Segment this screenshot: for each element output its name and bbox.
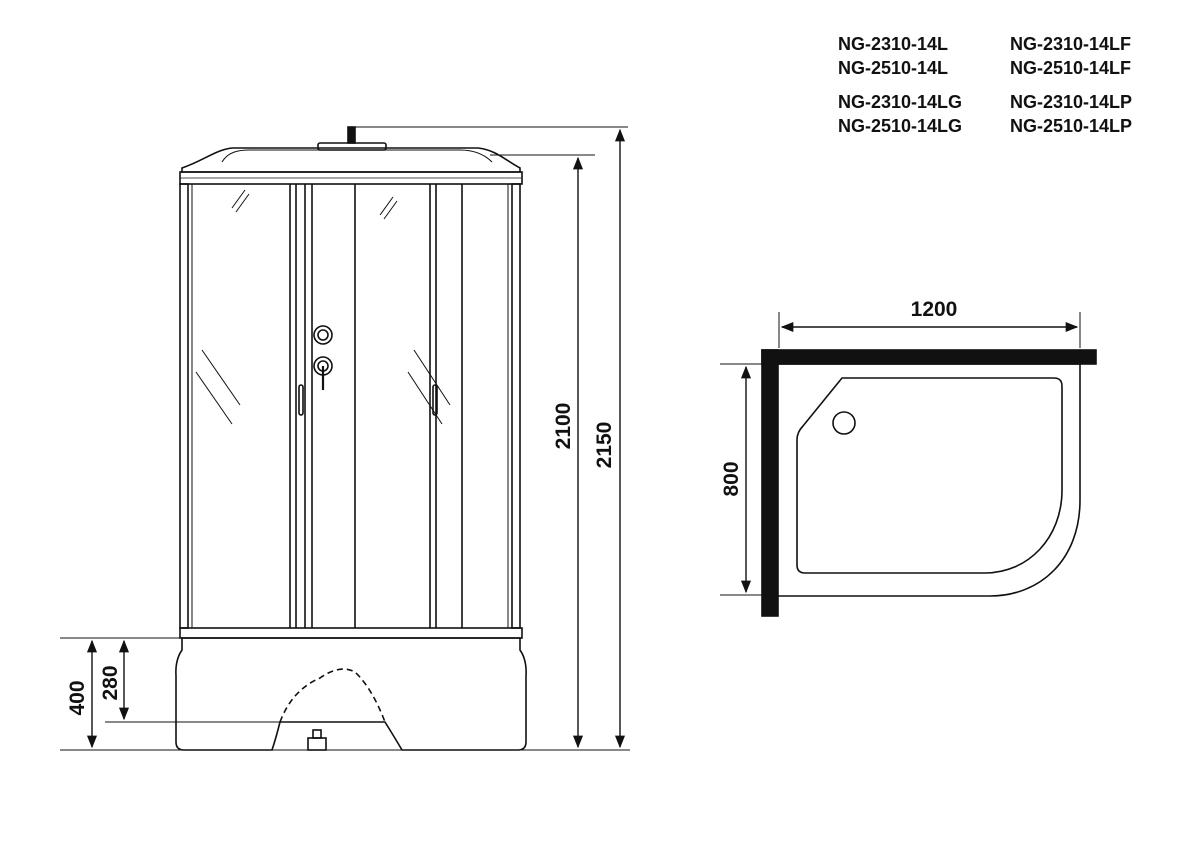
dim-label-280: 280	[99, 665, 122, 700]
top-view	[761, 349, 1097, 617]
control-knob	[313, 325, 333, 345]
dim-label-400: 400	[66, 680, 89, 715]
cabin-roof	[181, 147, 521, 173]
model-row: NG-2310-14L NG-2310-14LF	[820, 32, 1180, 56]
tray-cutout-hidden	[279, 668, 386, 723]
extension-lines	[60, 126, 630, 751]
bottom-frame	[179, 627, 523, 639]
tray-outline	[778, 363, 1081, 597]
model-row: NG-2510-14LG NG-2510-14LP	[820, 114, 1180, 138]
model-code: NG-2310-14LG	[838, 92, 963, 112]
door-handle	[298, 384, 304, 416]
dim-label-2100: 2100	[552, 403, 575, 450]
back-wall	[761, 349, 1097, 365]
dim-label-2150: 2150	[593, 422, 616, 469]
door-handle	[432, 384, 438, 416]
left-post	[179, 183, 189, 629]
model-code: NG-2510-14LF	[1010, 58, 1132, 78]
dim-label-800: 800	[720, 461, 743, 496]
right-post	[511, 183, 521, 629]
model-codes: NG-2310-14L NG-2310-14LF NG-2510-14L NG-…	[820, 32, 1180, 138]
dimension-labels: 2150 2100 400 280	[66, 403, 616, 716]
shower-tray	[175, 637, 527, 751]
top-view-dimensions	[720, 312, 1081, 596]
front-view	[175, 126, 527, 751]
drain-hole	[832, 411, 856, 435]
drain-leg	[307, 737, 327, 751]
roof-fixture	[317, 142, 387, 151]
side-wall	[761, 349, 779, 617]
model-code: NG-2510-14LP	[1010, 116, 1133, 136]
tray-inner	[796, 377, 1063, 574]
dimension-lines	[86, 128, 626, 749]
dim-label-1200: 1200	[911, 298, 958, 321]
model-code: NG-2310-14LP	[1010, 92, 1133, 112]
model-row: NG-2310-14LG NG-2310-14LP	[820, 90, 1180, 114]
model-row: NG-2510-14L NG-2510-14LF	[820, 56, 1180, 80]
model-code: NG-2310-14LF	[1010, 34, 1132, 54]
model-code: NG-2310-14L	[838, 34, 949, 54]
shower-pipe	[347, 126, 356, 144]
model-code: NG-2510-14LG	[838, 116, 963, 136]
model-code: NG-2510-14L	[838, 58, 949, 78]
